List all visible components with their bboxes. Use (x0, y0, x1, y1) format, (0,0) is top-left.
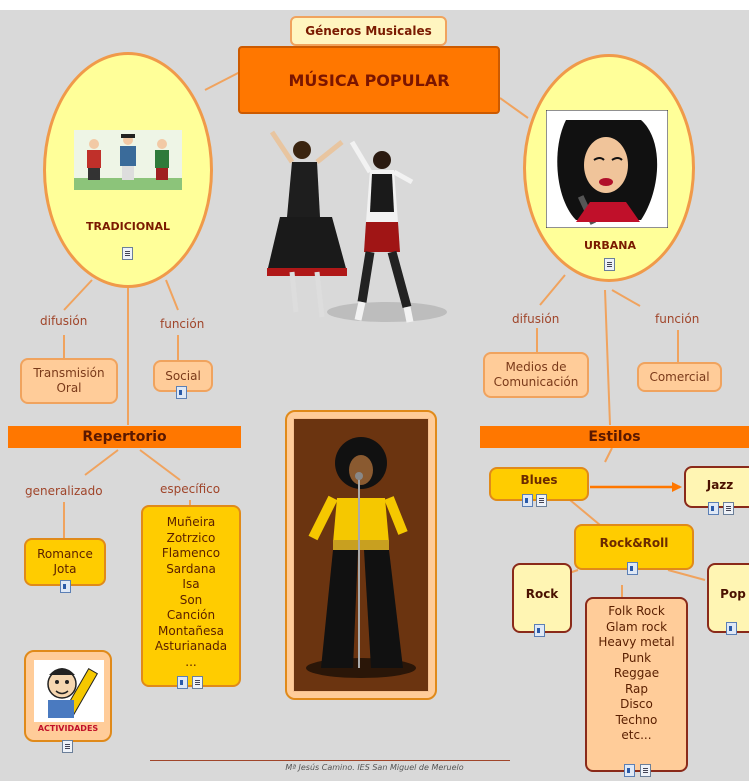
rockroll-label: Rock&Roll (599, 536, 669, 550)
actividades-button[interactable]: ACTIVIDADES (24, 650, 112, 742)
especifico-item: Muñeira (166, 515, 216, 529)
urbana-difusion-label: difusión (512, 312, 560, 326)
comercial-box: Comercial (637, 362, 722, 392)
jazz-label: Jazz (706, 478, 734, 492)
transmision-line-2: Oral (56, 381, 82, 395)
pencil-mascot-icon (34, 660, 104, 722)
transmision-line-1: Transmisión (33, 366, 105, 380)
jazz-document-icon[interactable] (723, 502, 734, 515)
generalizado-label: generalizado (25, 484, 103, 498)
footer-divider (150, 760, 510, 761)
especifico-item: ... (185, 654, 197, 669)
rock-style-item: Rap (624, 681, 649, 696)
rock-style-item: Folk Rock (608, 604, 665, 618)
rock-style-item: Disco (620, 697, 653, 711)
estilos-bar: Estilos (480, 426, 749, 448)
especifico-label: específico (160, 482, 221, 496)
comercial-label: Comercial (649, 369, 710, 384)
dancers-image (267, 130, 447, 323)
estilos-title: Estilos (588, 429, 641, 445)
tradicional-difusion-label: difusión (40, 314, 88, 328)
musica-popular-box: MÚSICA POPULAR (238, 46, 500, 114)
especifico-item: Son (179, 592, 203, 607)
urbana-document-icon[interactable] (604, 258, 615, 271)
transmision-oral-box: Transmisión Oral (20, 358, 118, 404)
medios-line-1: Medios de (505, 360, 567, 374)
especifico-item: Montañesa (158, 623, 224, 638)
especifico-item: Asturianada (154, 639, 228, 653)
rock-styles-box: Folk Rock Glam rock Heavy metal Punk Reg… (585, 597, 688, 772)
especifico-item: Isa (182, 577, 200, 591)
especifico-speaker-icon[interactable] (177, 676, 188, 689)
tradicional-funcion-label: función (160, 317, 205, 331)
blues-speaker-icon[interactable] (522, 494, 533, 507)
blues-label: Blues (520, 473, 558, 487)
jazz-speaker-icon[interactable] (708, 502, 719, 515)
especifico-item: Flamenco (161, 546, 221, 560)
folk-figures-image (74, 130, 182, 190)
rockroll-speaker-icon[interactable] (627, 562, 638, 575)
rock-style-item: Glam rock (605, 619, 668, 634)
pop-box[interactable]: Pop (707, 563, 749, 633)
generos-musicales-title: Géneros Musicales (305, 24, 432, 38)
jazz-box[interactable]: Jazz (684, 466, 749, 508)
romance-item: Romance (37, 547, 93, 561)
top-strip (0, 0, 749, 10)
medios-line-2: Comunicación (493, 375, 579, 389)
tradicional-document-icon[interactable] (122, 247, 133, 260)
generalizado-box: Romance Jota (24, 538, 106, 586)
rock-style-item: Punk (621, 650, 652, 665)
footer-credit: Mª Jesús Camino. IES San Miguel de Merue… (285, 763, 464, 772)
medios-comunicacion-box: Medios de Comunicación (483, 352, 589, 398)
pop-label: Pop (720, 587, 746, 601)
soul-singer-frame (285, 410, 437, 700)
repertorio-title: Repertorio (82, 429, 167, 445)
especifico-item: Sardana (166, 561, 216, 576)
singer-image (546, 110, 668, 228)
rock-style-item: Heavy metal (598, 635, 675, 649)
rock-label: Rock (525, 587, 559, 601)
rock-styles-document-icon[interactable] (640, 764, 651, 777)
generos-musicales-box: Géneros Musicales (290, 16, 447, 46)
urbana-funcion-label: función (655, 312, 700, 326)
soul-singer-image (293, 418, 429, 692)
rock-style-item: Reggae (613, 666, 660, 680)
urbana-title: URBANA (583, 239, 637, 252)
actividades-document-icon[interactable] (62, 740, 73, 753)
especifico-box: Muñeira Zotrzico Flamenco Sardana Isa So… (141, 505, 241, 687)
repertorio-bar: Repertorio (8, 426, 241, 448)
rock-box[interactable]: Rock (512, 563, 572, 633)
actividades-label: ACTIVIDADES (37, 724, 99, 733)
generalizado-speaker-icon[interactable] (60, 580, 71, 593)
musica-popular-title: MÚSICA POPULAR (288, 70, 450, 90)
rock-styles-speaker-icon[interactable] (624, 764, 635, 777)
jota-item: Jota (53, 562, 77, 576)
rock-style-item: etc... (621, 728, 652, 742)
rock-speaker-icon[interactable] (534, 624, 545, 637)
especifico-item: Canción (166, 608, 216, 622)
tradicional-title: TRADICIONAL (86, 220, 170, 233)
pop-speaker-icon[interactable] (726, 622, 737, 635)
social-label: Social (165, 368, 201, 383)
rock-style-item: Techno (615, 712, 658, 727)
social-speaker-icon[interactable] (176, 386, 187, 399)
especifico-document-icon[interactable] (192, 676, 203, 689)
especifico-item: Zotrzico (166, 530, 216, 545)
blues-document-icon[interactable] (536, 494, 547, 507)
